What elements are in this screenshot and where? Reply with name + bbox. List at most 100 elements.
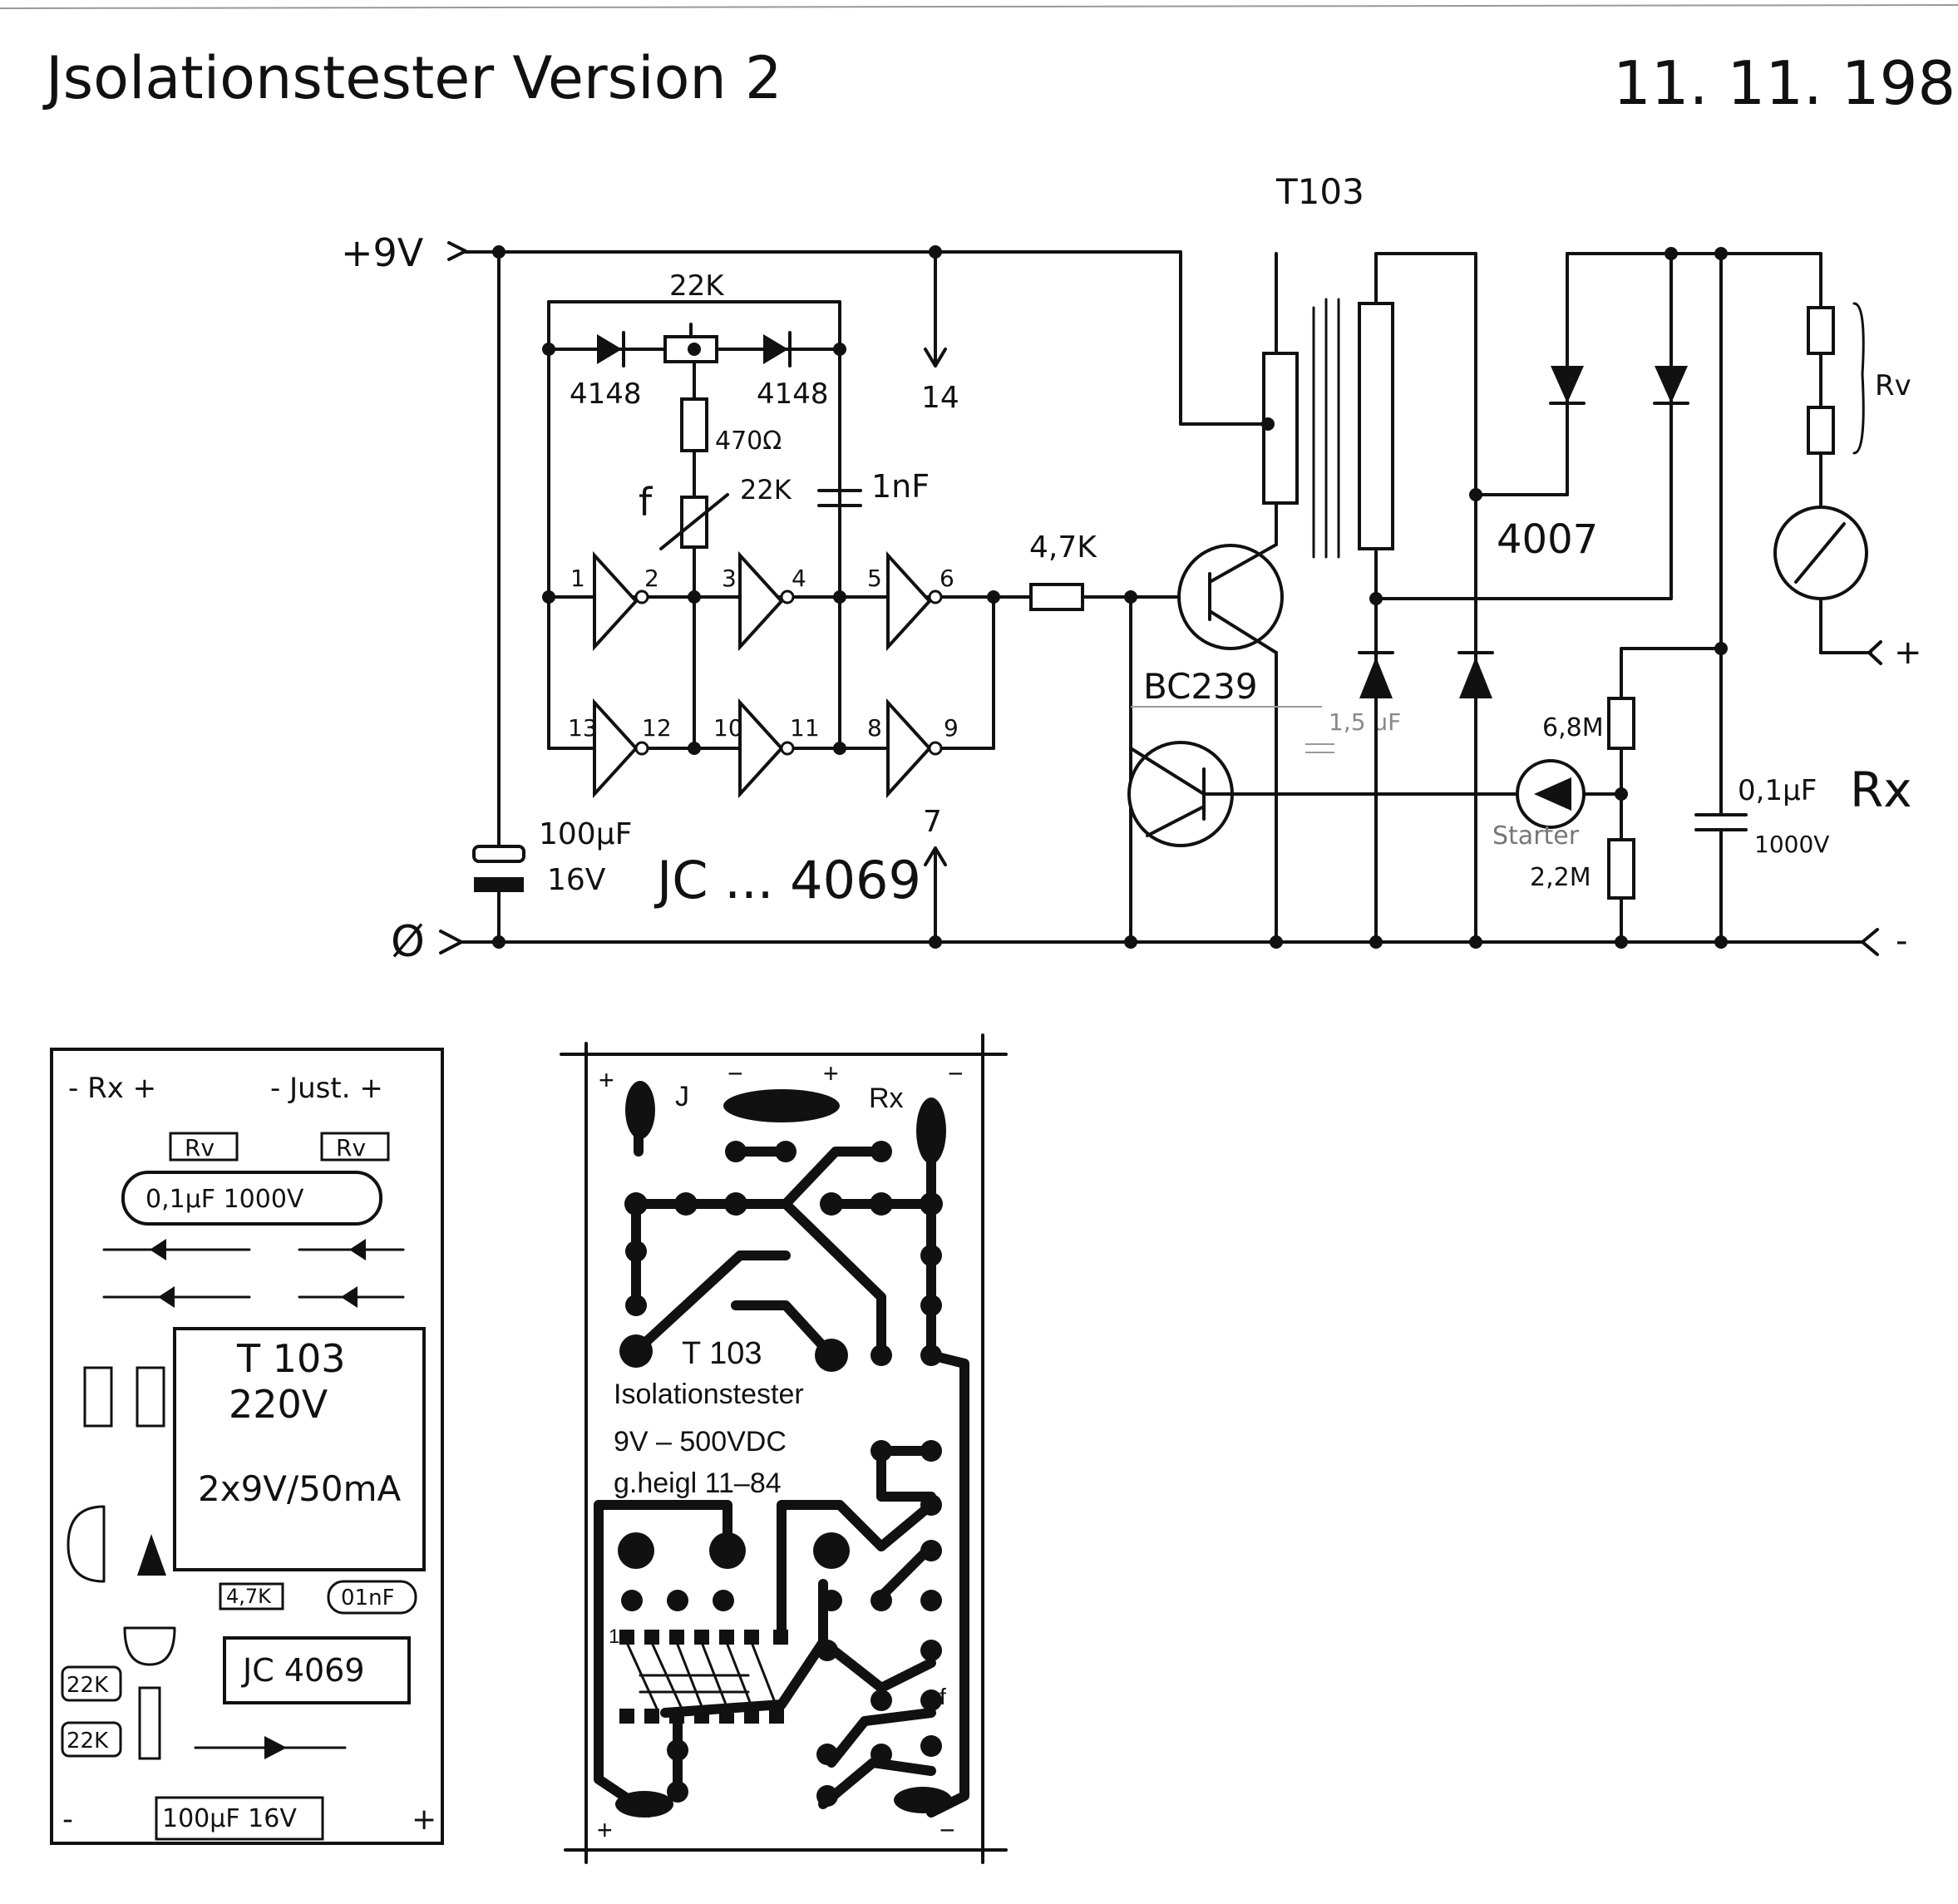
diode-4148-a [597, 334, 622, 364]
layout-transistor-a [67, 1505, 106, 1583]
layout-res-b [136, 1366, 165, 1428]
layout-r22k-b [61, 1721, 122, 1758]
inverter-6 [886, 698, 932, 799]
pin-2: 2 [644, 565, 659, 592]
layout-rx-terminals: - Rx + [68, 1072, 156, 1105]
pin-12: 12 [642, 714, 672, 742]
pcb-pads [615, 1081, 952, 1818]
layout-rv1 [169, 1132, 239, 1162]
r470-body [680, 397, 708, 452]
rv-1 [1807, 306, 1835, 355]
circuit-schematic: +9V Ø 100µF 16V JC ... 4069 14 7 22K 4 1 [341, 171, 1922, 967]
layout-transformer [173, 1327, 426, 1571]
inverter-2 [738, 550, 784, 652]
cap-01-voltage: 1000V [1754, 831, 1829, 858]
cap-15-label: 1,5 uF [1329, 708, 1401, 736]
diode-4007-3 [1359, 657, 1393, 698]
pcb-artwork: + − + − J Rx [560, 1033, 1008, 1864]
inverter-3 [886, 550, 932, 652]
pcb-minus-t1: − [727, 1058, 743, 1088]
diode-4148-a-label: 4148 [570, 377, 642, 411]
inverter-1-bubble [634, 589, 649, 604]
layout-cap-1nf [327, 1580, 417, 1615]
supply-plus-label: +9V [341, 230, 424, 275]
cap-100-voltage: 16V [547, 863, 606, 897]
diode-4007-4 [1459, 657, 1492, 698]
pcb-plus-bl: + [597, 1815, 613, 1845]
pcb-plus-t2: + [823, 1058, 839, 1088]
pin7-label: 7 [923, 805, 942, 839]
layout-ic [223, 1636, 411, 1704]
supply-gnd-label: Ø [391, 917, 425, 967]
layout-plus-terminal: + [412, 1803, 436, 1837]
layout-r47-vertical [138, 1686, 161, 1760]
layout-transformer-voltage: 220V [229, 1382, 328, 1427]
layout-r47k [219, 1582, 284, 1611]
r22m-body [1607, 838, 1635, 900]
output-minus-terminal [1861, 928, 1879, 956]
starter-label: Starter [1492, 821, 1580, 851]
pcb-t103: T 103 [682, 1336, 762, 1371]
pin-4: 4 [792, 565, 806, 592]
layout-transformer-secondary: 2x9V/50mA [198, 1468, 402, 1509]
pin14-arrow [924, 348, 947, 367]
pot-f-arrow [659, 493, 729, 550]
pin-1: 1 [570, 565, 585, 592]
layout-diode-bottom [264, 1736, 287, 1759]
rv-label: Rv [1875, 369, 1911, 402]
r68m-body [1607, 697, 1635, 750]
meter-needle [1794, 522, 1846, 584]
transformer-label: T103 [1275, 171, 1364, 212]
pcb-minus-br: − [940, 1815, 955, 1845]
r470-label: 470Ω [715, 427, 782, 456]
cap-100-value: 100µF [539, 817, 632, 851]
diode-4007-label: 4007 [1497, 516, 1598, 563]
pcb-spec: 9V – 500VDC [614, 1426, 787, 1458]
pin-13: 13 [568, 714, 598, 742]
pin14-label: 14 [921, 381, 959, 415]
layout-zener [137, 1534, 166, 1576]
layout-rv2-label: Rv [336, 1134, 366, 1162]
r68m-label: 6,8M [1542, 713, 1604, 742]
pcb-author: g.heigl 11–84 [614, 1467, 782, 1499]
cap-1nf-label: 1nF [871, 468, 930, 505]
layout-cap-1nf-label: 01nF [341, 1586, 395, 1611]
inverter-2-bubble [780, 589, 795, 604]
layout-r22k-b-label: 22K [67, 1729, 109, 1754]
starter-diac [1534, 777, 1571, 811]
ic-label: JC ... 4069 [653, 850, 921, 910]
pcb-label-j: J [675, 1081, 689, 1112]
pin-5: 5 [867, 565, 882, 592]
inverter-1 [593, 550, 639, 652]
diode-4148-b [763, 334, 788, 364]
pin-6: 6 [940, 565, 954, 592]
transistor-label: BC239 [1143, 666, 1258, 707]
pcb-ic-traces [626, 1643, 779, 1710]
pin-11: 11 [790, 714, 820, 742]
inverter-4 [593, 698, 639, 799]
pin-3: 3 [722, 565, 737, 592]
diode-4148-b-label: 4148 [757, 377, 829, 411]
r22k-label: 22K [669, 269, 725, 303]
pcb-plus-tl: + [599, 1065, 614, 1095]
transistor-lower-collector [1129, 747, 1206, 796]
junction-dots [492, 245, 1728, 949]
transistor-lower-emitter [1146, 805, 1206, 837]
layout-ic-label: JC 4069 [241, 1652, 365, 1689]
layout-hv-cap [121, 1171, 382, 1226]
layout-rv1-label: Rv [185, 1134, 215, 1162]
r47k-label: 4,7K [1029, 530, 1097, 565]
sheet-date: 11. 11. 1984 [1613, 48, 1958, 118]
r22m-label: 2,2M [1530, 863, 1591, 892]
layout-just-terminals: - Just. + [270, 1072, 383, 1105]
layout-minus-terminal: - [62, 1803, 73, 1837]
layout-board-outline [50, 1048, 444, 1845]
diode-4007-2 [1655, 366, 1688, 403]
rx-label: Rx [1850, 762, 1912, 818]
cap-100-plate-top [472, 845, 525, 863]
output-minus-label: - [1896, 922, 1907, 960]
transistor-upper [1177, 544, 1284, 650]
transistor-upper-collector [1208, 543, 1278, 584]
cap-100-plate-bottom [474, 877, 524, 892]
